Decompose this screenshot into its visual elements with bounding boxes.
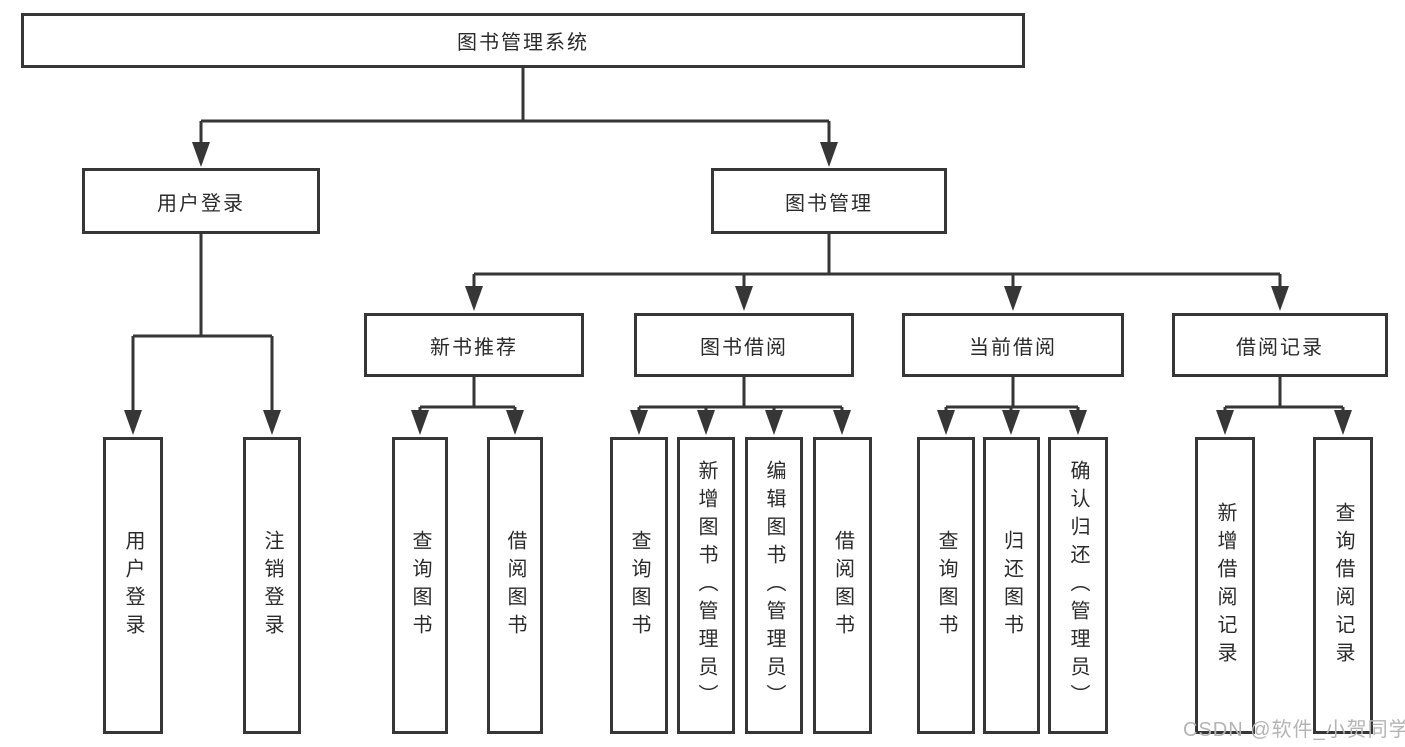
leaf-label: 编辑图书（管理员）	[763, 459, 785, 712]
leaf-label: 新增借阅记录	[1214, 501, 1236, 670]
csdn-watermark: CSDN @软件_小贺同学	[1183, 719, 1405, 741]
leaf-query-borrowing-record: 查询借阅记录	[1313, 437, 1373, 734]
leaf-label: 借阅图书	[831, 529, 854, 642]
leaf-add-borrowing-record: 新增借阅记录	[1195, 437, 1255, 734]
leaf-borrow-books-borrowing: 借阅图书	[813, 437, 872, 734]
node-book-management: 图书管理	[711, 168, 947, 234]
leaf-label: 查询图书	[409, 529, 431, 642]
leaf-label: 查询图书	[935, 529, 957, 642]
leaf-label: 注销登录	[261, 529, 283, 642]
leaf-label: 新增图书（管理员）	[695, 459, 717, 712]
leaf-confirm-return-admin: 确认归还（管理员）	[1048, 437, 1108, 734]
node-book-borrowing: 图书借阅	[634, 313, 854, 377]
leaf-label: 归还图书	[1000, 529, 1023, 642]
leaf-user-login: 用户登录	[103, 437, 163, 734]
leaf-logout-login: 注销登录	[243, 437, 301, 734]
node-current-borrowing: 当前借阅	[902, 313, 1124, 377]
leaf-add-books-admin: 新增图书（管理员）	[677, 437, 735, 734]
node-new-book-recommend: 新书推荐	[364, 313, 584, 377]
node-library-management-system: 图书管理系统	[21, 13, 1025, 68]
leaf-label: 用户登录	[122, 529, 144, 642]
leaf-label: 查询图书	[628, 529, 650, 642]
leaf-edit-books-admin: 编辑图书（管理员）	[745, 437, 803, 734]
leaf-return-books: 归还图书	[983, 437, 1040, 734]
node-borrowing-records: 借阅记录	[1172, 313, 1388, 377]
leaf-label: 借阅图书	[504, 529, 526, 642]
leaf-label: 查询借阅记录	[1332, 501, 1354, 670]
leaf-query-books-recommend: 查询图书	[392, 437, 448, 734]
arrowheads	[124, 142, 1352, 435]
leaf-query-books-current: 查询图书	[917, 437, 975, 734]
leaf-query-books-borrowing: 查询图书	[610, 437, 668, 734]
leaf-borrow-books-recommend: 借阅图书	[487, 437, 543, 734]
leaf-label: 确认归还（管理员）	[1067, 459, 1089, 712]
node-user-login: 用户登录	[82, 168, 320, 234]
